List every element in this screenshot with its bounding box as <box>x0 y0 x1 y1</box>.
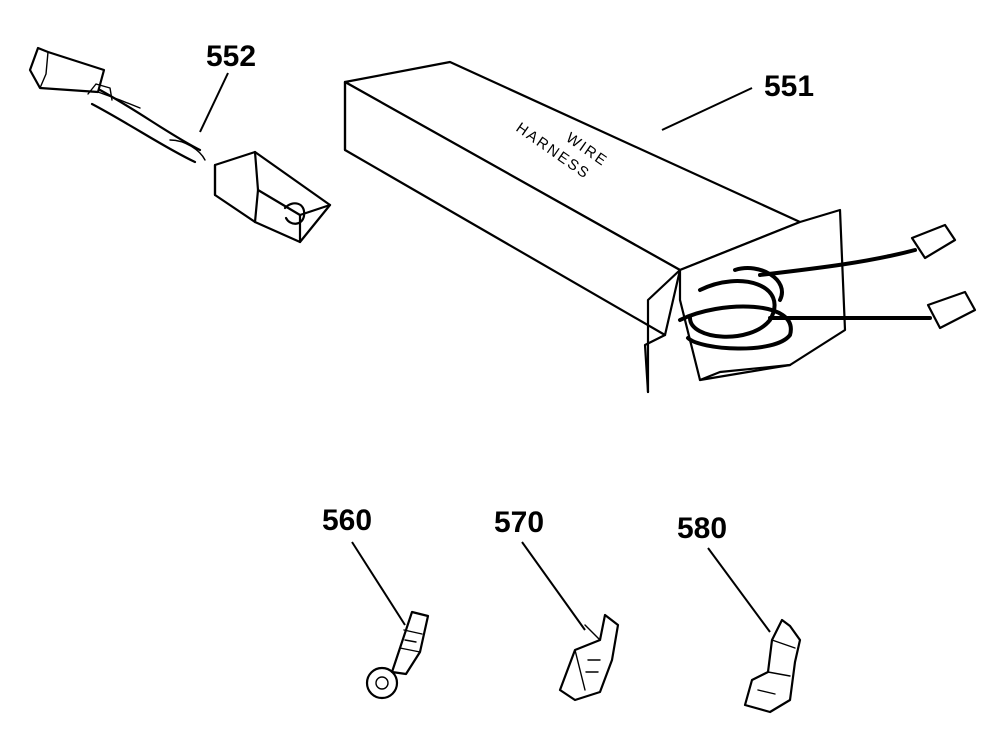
callout-551: 551 <box>764 70 814 103</box>
callout-552: 552 <box>206 40 256 73</box>
callout-570: 570 <box>494 506 544 539</box>
callout-580: 580 <box>677 512 727 545</box>
part-570-flag-terminal <box>558 613 620 702</box>
leader-551 <box>661 87 753 131</box>
part-560-ring-terminal <box>365 610 430 700</box>
leader-580 <box>707 547 771 633</box>
leader-570 <box>521 541 586 631</box>
leader-560 <box>351 541 406 626</box>
part-551-wire-harness: WIRE HARNESS <box>343 60 977 394</box>
leader-552 <box>199 72 229 133</box>
part-580-female-terminal <box>743 618 802 714</box>
callout-560: 560 <box>322 504 372 537</box>
part-552-connector <box>28 46 332 244</box>
